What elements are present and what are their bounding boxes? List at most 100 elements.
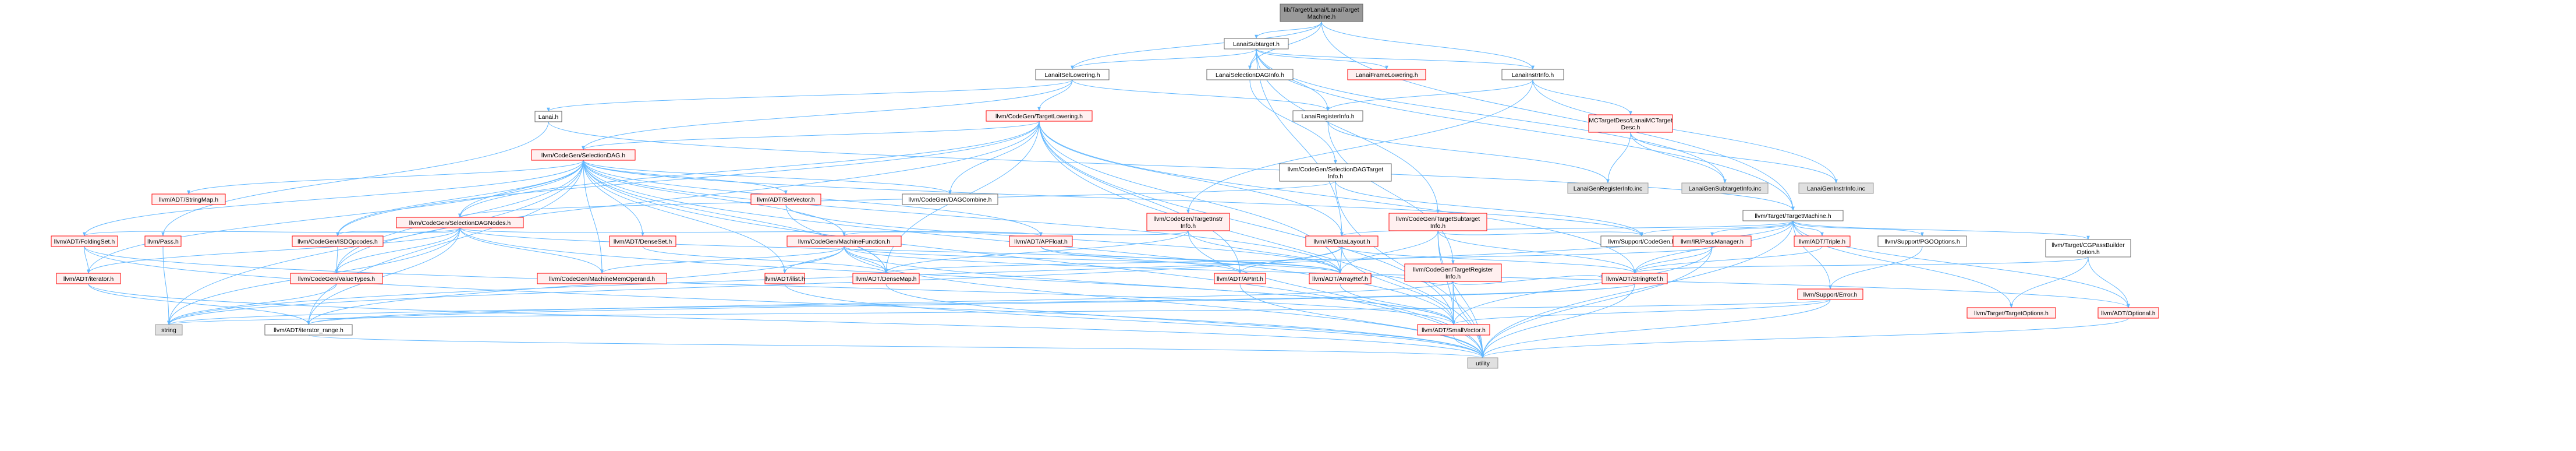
edge-root-to-subtarget <box>1255 21 1322 39</box>
node-isellowering[interactable]: LanaiISelLowering.h <box>1035 69 1110 80</box>
node-targetmachine[interactable]: llvm/Target/TargetMachine.h <box>1742 210 1844 221</box>
node-box <box>1798 182 1874 194</box>
node-instrinfo[interactable]: LanaiInstrInfo.h <box>1501 69 1564 80</box>
node-isdopcodes[interactable]: llvm/CodeGen/ISDOpcodes.h <box>292 235 384 247</box>
node-dagcombine[interactable]: llvm/CodeGen/DAGCombine.h <box>902 193 998 205</box>
node-label: MCTargetDesc/LanaiMCTarget <box>1589 117 1673 124</box>
edge-pgooptions-to-supporterror <box>1829 246 1923 290</box>
node-stringmap[interactable]: llvm/ADT/StringMap.h <box>151 193 226 205</box>
node-box <box>2045 239 2131 258</box>
node-box <box>1214 273 1266 284</box>
edge-mctargetdesc-to-genreginfo <box>1606 132 1631 184</box>
node-genreginfo[interactable]: LanaiGenRegisterInfo.inc <box>1567 182 1649 194</box>
edge-selectiondag-to-utility <box>583 160 1484 358</box>
node-label: llvm/ADT/StringMap.h <box>159 196 218 203</box>
node-label: llvm/Target/CGPassBuilder <box>2051 242 2125 249</box>
edge-mctargetdesc-to-geninstrinfo <box>1630 132 1838 184</box>
node-label: Info.h <box>1328 173 1343 180</box>
node-seldagnodes[interactable]: llvm/CodeGen/SelectionDAGNodes.h <box>396 217 524 228</box>
edge-passmanager-to-stringref <box>1633 246 1713 274</box>
edge-datalayout-to-string <box>167 246 1342 325</box>
node-label: LanaiGenSubtargetInfo.inc <box>1689 185 1762 192</box>
node-supporterror[interactable]: llvm/Support/Error.h <box>1797 288 1863 300</box>
node-machinememoperand[interactable]: llvm/CodeGen/MachineMemOperand.h <box>537 273 667 284</box>
node-label: llvm/CodeGen/MachineFunction.h <box>798 238 890 245</box>
edge-selectiondag-to-seldagnodes <box>458 160 584 218</box>
node-label: llvm/CodeGen/TargetRegister <box>1413 266 1493 273</box>
node-valuetypes[interactable]: llvm/CodeGen/ValueTypes.h <box>290 273 383 284</box>
node-densemap[interactable]: llvm/ADT/DenseMap.h <box>852 273 920 284</box>
edge-targetmachine-to-utility <box>1481 220 1794 358</box>
edge-foldingset-to-adtiterator <box>84 246 90 274</box>
node-datalayout[interactable]: llvm/IR/DataLayout.h <box>1305 235 1379 247</box>
node-supportcodegen[interactable]: llvm/Support/CodeGen.h <box>1600 235 1683 247</box>
node-apint[interactable]: llvm/ADT/APInt.h <box>1214 273 1266 284</box>
node-box <box>1146 213 1230 231</box>
node-label: string <box>161 327 176 334</box>
node-targetlowering[interactable]: llvm/CodeGen/TargetLowering.h <box>986 110 1093 122</box>
node-box <box>1966 307 2056 319</box>
node-stringref[interactable]: llvm/ADT/StringRef.h <box>1601 273 1668 284</box>
node-utility[interactable]: utility <box>1467 357 1498 369</box>
node-foldingset[interactable]: llvm/ADT/FoldingSet.h <box>51 235 118 247</box>
node-pass[interactable]: llvm/Pass.h <box>144 235 182 247</box>
node-apfloat[interactable]: llvm/ADT/APFloat.h <box>1009 235 1073 247</box>
node-label: LanaiInstrInfo.h <box>1512 72 1554 79</box>
node-denseset[interactable]: llvm/ADT/DenseSet.h <box>609 235 676 247</box>
node-string[interactable]: string <box>155 324 183 336</box>
node-framelowering[interactable]: LanaiFrameLowering.h <box>1347 69 1426 80</box>
node-lanai[interactable]: Lanai.h <box>534 111 562 122</box>
node-setvector[interactable]: llvm/ADT/SetVector.h <box>750 193 821 205</box>
node-gensubtargetinfo[interactable]: LanaiGenSubtargetInfo.inc <box>1681 182 1769 194</box>
node-label: llvm/CodeGen/SelectionDAG.h <box>541 152 625 159</box>
edge-root-to-instrinfo <box>1321 21 1535 70</box>
node-label: Info.h <box>1181 223 1196 230</box>
node-label: llvm/ADT/iterator_range.h <box>274 327 343 334</box>
node-passmanager[interactable]: llvm/IR/PassManager.h <box>1673 235 1752 247</box>
node-box <box>902 193 998 205</box>
node-arrayref[interactable]: llvm/ADT/ArrayRef.h <box>1309 273 1372 284</box>
node-iteratorrange[interactable]: llvm/ADT/iterator_range.h <box>264 324 353 336</box>
node-optional[interactable]: llvm/ADT/Optional.h <box>2097 307 2159 319</box>
edge-targetinstrinfo-to-densemap <box>884 230 1189 274</box>
edge-selectiondag-to-adtiterator <box>87 160 584 274</box>
node-subtarget[interactable]: LanaiSubtarget.h <box>1224 38 1289 50</box>
edge-seldagtargetinfo-to-supportcodegen <box>1335 181 1643 237</box>
edge-valuetypes-to-string <box>167 283 337 325</box>
node-geninstrinfo[interactable]: LanaiGenInstrInfo.inc <box>1798 182 1874 194</box>
node-smallvector[interactable]: llvm/ADT/SmallVector.h <box>1417 324 1490 336</box>
edge-arrayref-to-smallvector <box>1340 283 1455 325</box>
node-label: llvm/Pass.h <box>147 238 179 245</box>
edge-machinefunction-to-arrayref <box>844 246 1342 274</box>
node-box <box>1388 213 1487 231</box>
node-targetoptions[interactable]: llvm/Target/TargetOptions.h <box>1966 307 2056 319</box>
edge-seldagnodes-to-arrayref <box>459 227 1342 274</box>
node-selectiondag[interactable]: llvm/CodeGen/SelectionDAG.h <box>531 149 636 161</box>
node-pgooptions[interactable]: llvm/Support/PGOOptions.h <box>1877 235 1967 247</box>
node-label: llvm/IR/DataLayout.h <box>1313 238 1370 245</box>
node-box <box>1567 182 1649 194</box>
node-registerinfo[interactable]: LanaiRegisterInfo.h <box>1292 110 1363 122</box>
edge-adtiterator-to-utility <box>88 283 1484 358</box>
node-ilist[interactable]: llvm/ADT/ilist.h <box>764 273 805 284</box>
edge-targetmachine-to-cgpassbuilder <box>1792 220 2090 240</box>
node-label: llvm/ADT/Triple.h <box>1799 238 1845 245</box>
edge-targetregisterinfo-to-utility <box>1452 281 1484 358</box>
node-triple[interactable]: llvm/ADT/Triple.h <box>1794 235 1851 247</box>
node-adtiterator[interactable]: llvm/ADT/iterator.h <box>56 273 121 284</box>
edge-isellowering-to-lanai <box>547 79 1073 112</box>
edge-ilist-to-utility <box>784 283 1484 358</box>
node-seldaginfo[interactable]: LanaiSelectionDAGInfo.h <box>1206 69 1294 80</box>
node-machinefunction[interactable]: llvm/CodeGen/MachineFunction.h <box>786 235 902 247</box>
edge-targetmachine-to-datalayout <box>1340 220 1794 237</box>
edge-denseset-to-densemap <box>642 246 888 274</box>
edge-selectiondag-to-machinememoperand <box>583 160 604 274</box>
edge-passmanager-to-smallvector <box>1452 246 1713 325</box>
